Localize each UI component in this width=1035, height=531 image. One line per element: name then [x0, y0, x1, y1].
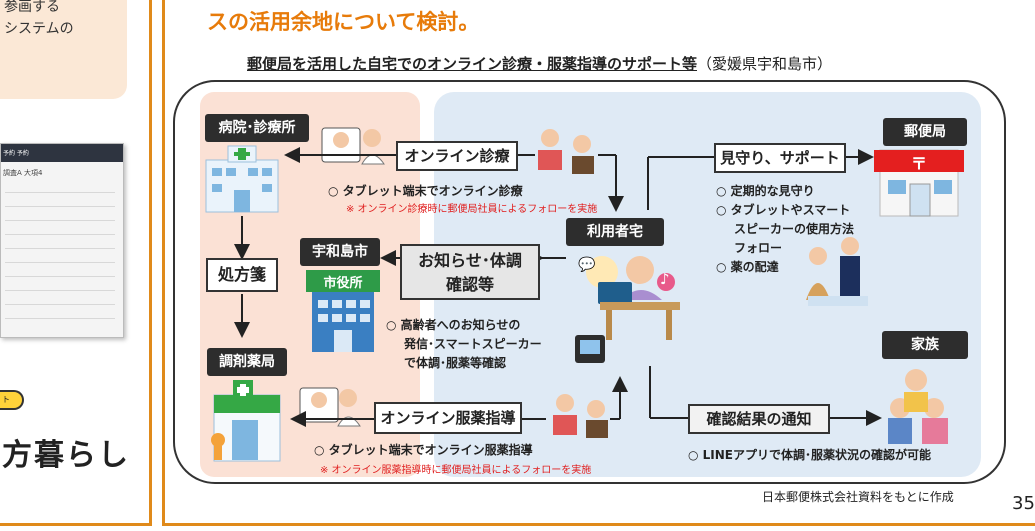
desc-city: ○ 高齢者へのお知らせの 発信･スマートスピーカー で体調･服薬等確認 — [386, 316, 542, 373]
screenshot-titlebar: 予約 予約 — [1, 144, 123, 162]
desc-post-line: ○ 薬の配達 — [716, 260, 779, 274]
box-result-notice: 確認結果の通知 — [688, 404, 830, 434]
left-panel-frame — [0, 0, 152, 526]
left-bottom-text: 方暮らし — [2, 438, 130, 473]
screenshot-row — [5, 276, 115, 277]
box-online-consult: オンライン診療 — [396, 141, 518, 171]
notice-line: 確認等 — [445, 275, 494, 294]
desc-post-line: ○ 定期的な見守り — [716, 184, 815, 198]
screenshot-row — [5, 318, 115, 319]
diagram-subtitle: 郵便局を活用した自宅でのオンライン診療・服薬指導のサポート等（愛媛県宇和島市） — [247, 53, 832, 74]
speech-bubble-icon: 💬 — [578, 257, 596, 273]
desc-city-line: 発信･スマートスピーカー — [404, 337, 542, 351]
badge-text: ト — [2, 395, 10, 404]
hospital-building-icon — [205, 145, 279, 213]
subtitle-location: （愛媛県宇和島市） — [697, 55, 833, 73]
note-medication: ※ オンライン服薬指導時に郵便局社員によるフォローを実施 — [320, 465, 592, 476]
flow-arrows — [234, 147, 882, 427]
label-city: 宇和島市 — [300, 238, 380, 266]
music-note-icon: ♪ — [660, 270, 670, 288]
post-mark-icon: 〒 — [910, 154, 927, 173]
desc-post-office: ○ 定期的な見守り ○ タブレットやスマート スピーカーの使用方法 フォロー ○… — [716, 182, 854, 277]
screenshot-row — [5, 192, 115, 193]
city-hall-icon — [306, 270, 380, 352]
doctor-tablet-icon — [321, 127, 385, 165]
desc-family: ○ LINEアプリで体調･服薬状況の確認が可能 — [688, 448, 932, 462]
label-pharmacy: 調剤薬局 — [207, 348, 287, 376]
right-panel-frame — [162, 0, 1035, 526]
patient-pair-icon — [553, 394, 608, 438]
screenshot-row — [5, 248, 115, 249]
screenshot-row — [5, 206, 115, 207]
post-office-building-icon — [874, 149, 964, 217]
elderly-user-home-icon — [575, 256, 680, 363]
page-heading: スの活用余地について検討。 — [207, 10, 480, 34]
city-hall-sign: 市役所 — [323, 276, 363, 291]
notice-line: お知らせ･体調 — [418, 251, 522, 270]
desc-post-line: ○ タブレットやスマート — [716, 203, 851, 217]
desc-medication: ○ タブレット端末でオンライン服薬指導 — [314, 443, 533, 457]
box-online-medication: オンライン服薬指導 — [374, 402, 522, 434]
page-number: 35 — [1012, 493, 1035, 514]
desc-consult: ○ タブレット端末でオンライン診療 — [328, 184, 523, 198]
label-post-office: 郵便局 — [883, 118, 967, 146]
screenshot-row — [5, 304, 115, 305]
system-screenshot: 予約 予約 調査A 大項4 — [0, 143, 124, 338]
post-staff-visit-icon — [806, 237, 868, 306]
note-consult: ※ オンライン診療時に郵便局社員によるフォローを実施 — [346, 204, 598, 215]
source-note: 日本郵便株式会社資料をもとに作成 — [762, 490, 954, 504]
box-notice-check: お知らせ･体調 確認等 — [400, 244, 540, 300]
screenshot-row — [5, 262, 115, 263]
desc-city-line: ○ 高齢者へのお知らせの — [386, 318, 521, 332]
left-callout: 参画する システムの — [0, 0, 127, 99]
desc-post-line: フォロー — [734, 241, 783, 255]
family-icon — [888, 369, 948, 444]
label-hospital: 病院･診療所 — [205, 114, 309, 142]
label-family: 家族 — [882, 331, 968, 359]
speech-badge: ト — [0, 390, 24, 410]
label-user-home: 利用者宅 — [566, 218, 664, 246]
screenshot-row — [5, 290, 115, 291]
screenshot-subheader: 調査A 大項4 — [3, 169, 43, 177]
callout-line: 参画する — [4, 0, 60, 15]
label-prescription: 処方箋 — [206, 258, 278, 292]
patient-pair-icon — [538, 129, 594, 174]
screenshot-row — [5, 234, 115, 235]
screenshot-row — [5, 220, 115, 221]
subtitle-main: 郵便局を活用した自宅でのオンライン診療・服薬指導のサポート等 — [247, 55, 698, 73]
left-callout-text: 参画する システムの — [4, 0, 124, 40]
callout-line: システムの — [4, 21, 74, 37]
box-watch-support: 見守り、サポート — [714, 143, 846, 173]
desc-city-line: で体調･服薬等確認 — [404, 356, 507, 370]
pharmacy-building-icon — [211, 380, 281, 462]
screenshot-title: 予約 予約 — [3, 150, 29, 157]
pharmacist-tablet-icon — [299, 387, 361, 427]
desc-post-line: スピーカーの使用方法 — [734, 222, 855, 236]
